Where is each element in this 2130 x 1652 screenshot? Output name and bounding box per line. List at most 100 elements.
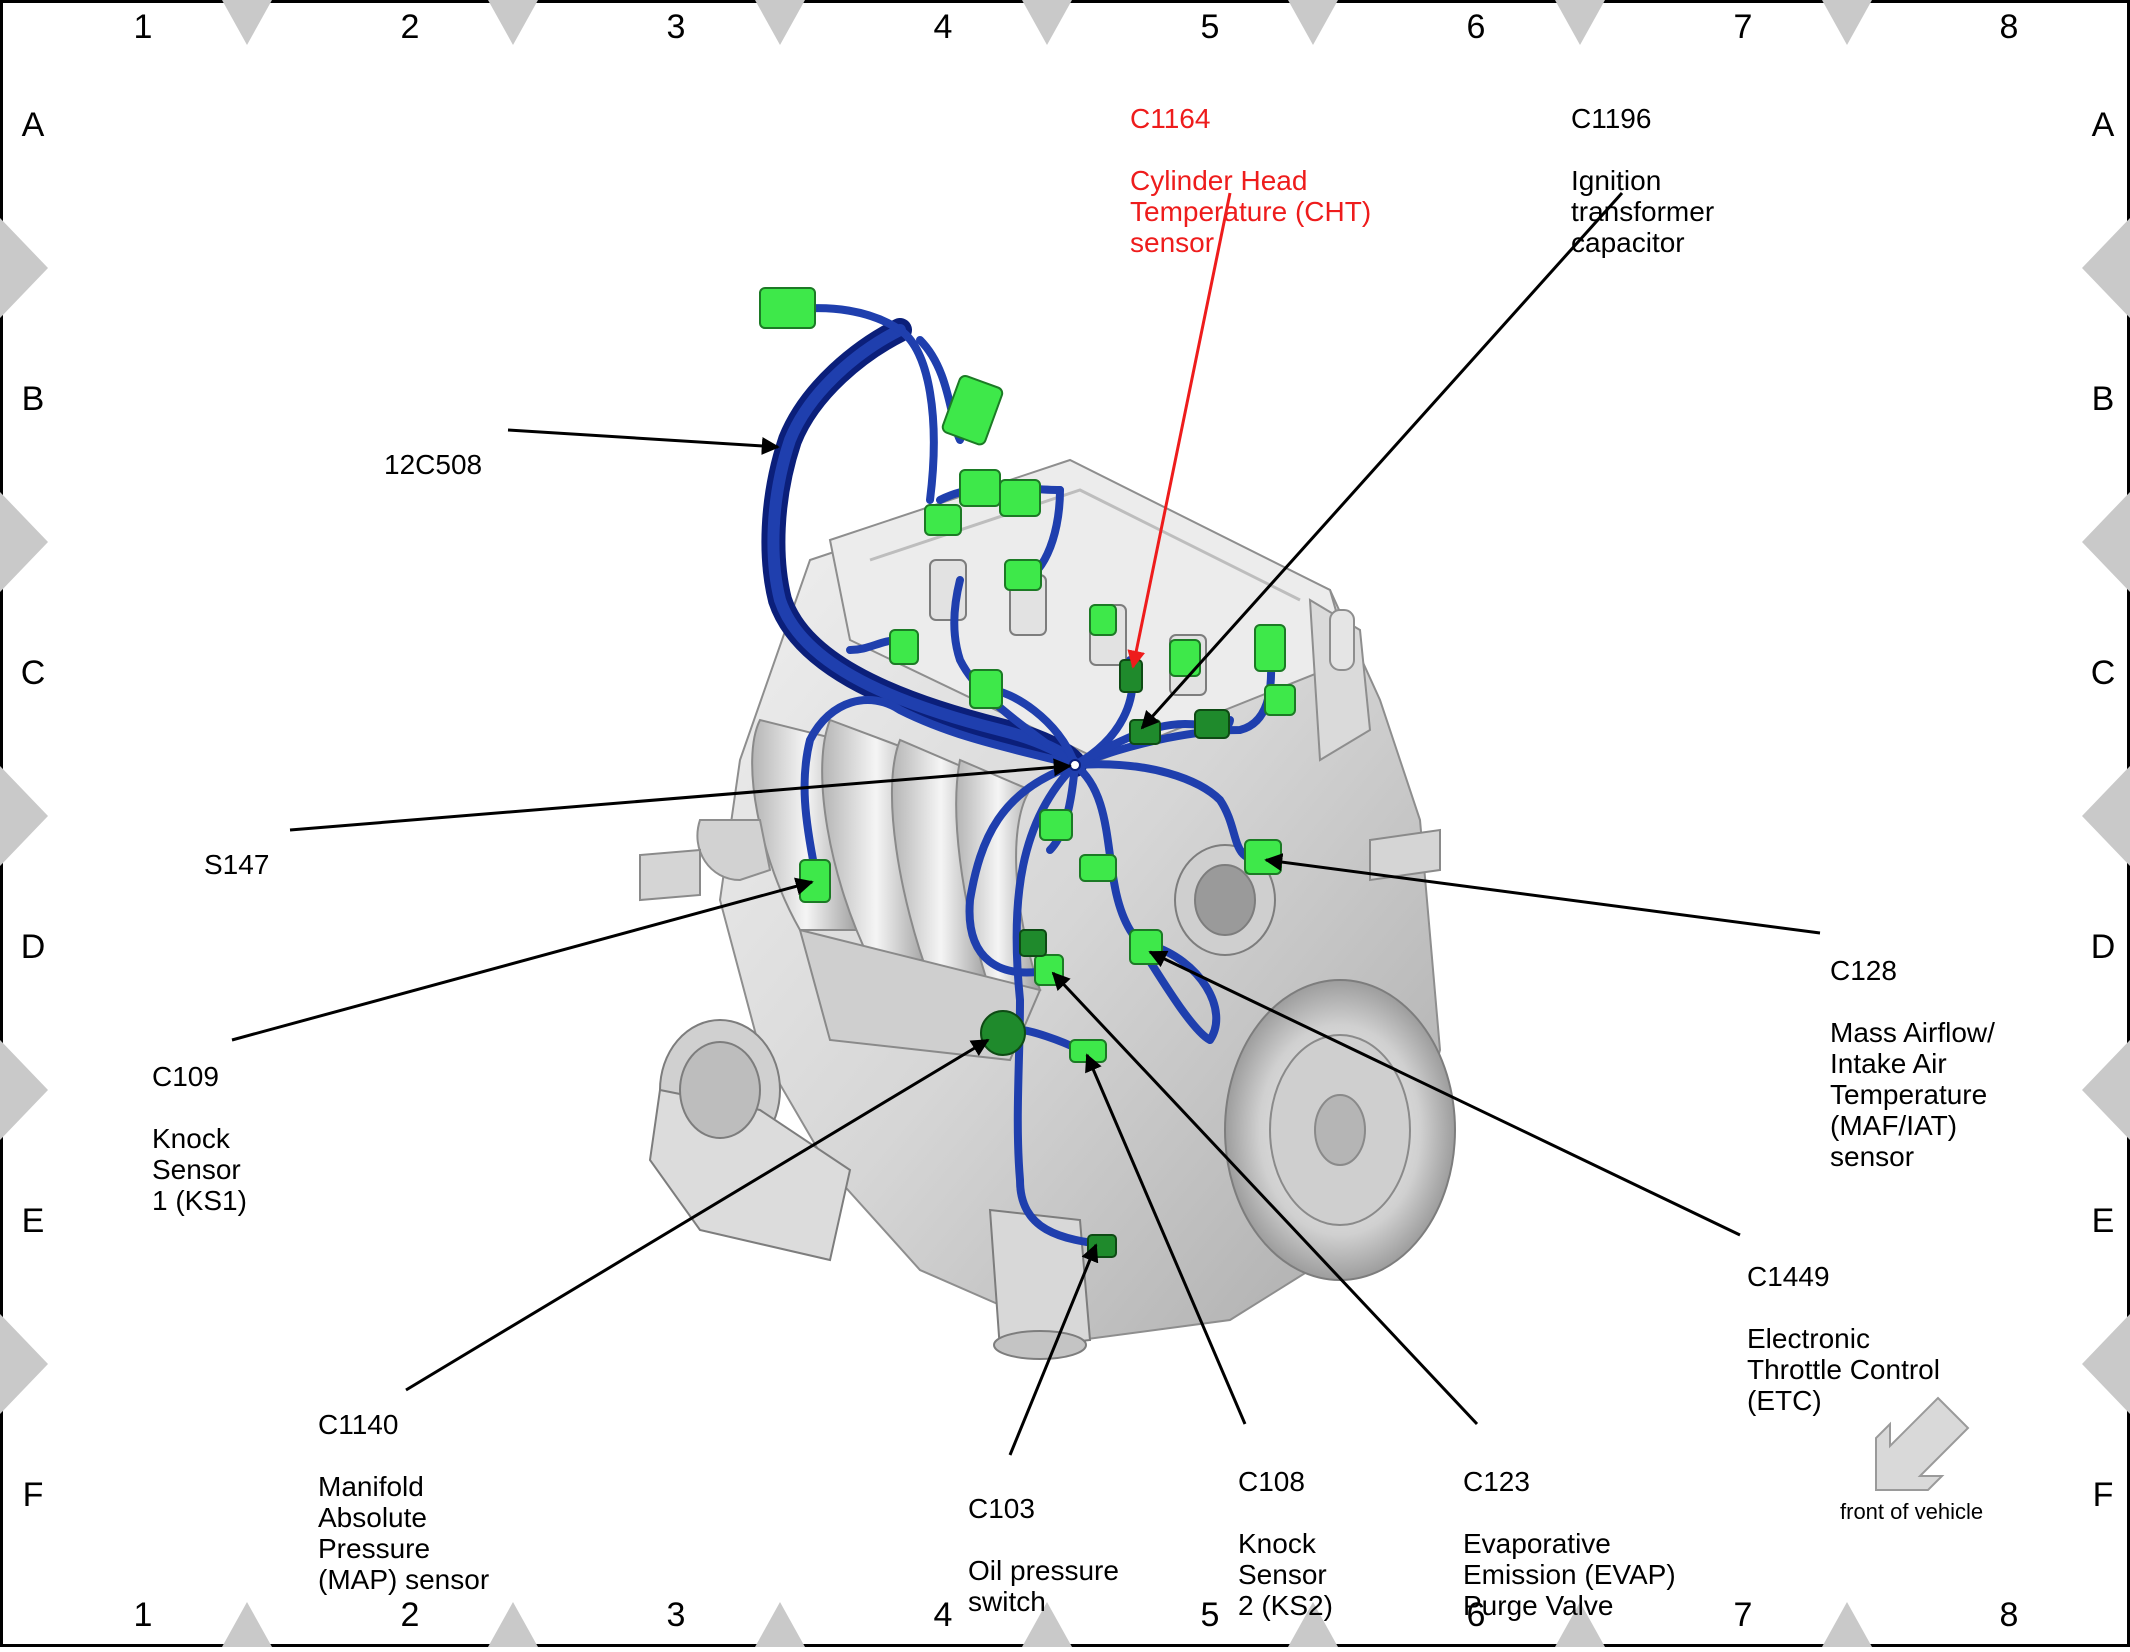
connector: [1039, 809, 1073, 841]
grid-col-bottom-7: 7: [1733, 1596, 1753, 1634]
frame-diamond: [1822, 1602, 1872, 1647]
callout-c1164: C1164 Cylinder Head Temperature (CHT) se…: [1130, 72, 1371, 289]
leader-c1164: [1127, 192, 1232, 669]
connector: [1264, 684, 1296, 716]
grid-col-top-6: 6: [1466, 8, 1486, 46]
connector: [1254, 624, 1286, 672]
callout-c1164-text: Cylinder Head Temperature (CHT) sensor: [1130, 165, 1372, 258]
leader-12c508: [507, 428, 780, 455]
callout-c1449-text: Electronic Throttle Control (ETC): [1747, 1323, 1940, 1416]
grid-col-bottom-8: 8: [1999, 1596, 2019, 1634]
grid-row-left-d: D: [20, 928, 46, 966]
grid-col-bottom-4: 4: [933, 1596, 953, 1634]
flywheel: [1224, 979, 1456, 1281]
connector: [1004, 559, 1042, 591]
frame-diamond: [222, 0, 272, 45]
connector: [924, 504, 962, 536]
connector: [1089, 604, 1117, 636]
frame-diamond: [0, 1314, 48, 1414]
frame-diamond: [222, 1602, 272, 1647]
grid-col-bottom-3: 3: [666, 1596, 686, 1634]
leader-c103: [1008, 1243, 1099, 1456]
frame-diamond: [2082, 1314, 2130, 1414]
frame-diamond: [0, 492, 48, 592]
leader-c108: [1085, 1053, 1247, 1425]
front-of-vehicle-label: front of vehicle: [1840, 1499, 1984, 1524]
connector: [889, 629, 919, 665]
frame-diamond: [0, 766, 48, 866]
leader-s147: [289, 758, 1072, 832]
callout-c1449-code: C1449: [1747, 1261, 1830, 1292]
leader-c1449: [1148, 950, 1741, 1237]
leader-c1140: [405, 1038, 990, 1392]
connector: [1019, 929, 1047, 957]
frame-diamond: [2082, 1040, 2130, 1140]
connector-c1140: [980, 1010, 1026, 1056]
callout-c109-code: C109: [152, 1061, 219, 1092]
callout-c103-code: C103: [968, 1493, 1035, 1524]
frame-diamond: [488, 0, 538, 45]
grid-col-top-7: 7: [1733, 8, 1753, 46]
callout-c123: C123 Evaporative Emission (EVAP) Purge V…: [1463, 1435, 1676, 1652]
callout-s147-code: S147: [204, 849, 270, 880]
starter-motor: [648, 1019, 852, 1262]
connector: [969, 669, 1003, 709]
grid-row-right-d: D: [2090, 928, 2116, 966]
leader-c123: [1051, 971, 1479, 1426]
frame-diamond: [755, 1602, 805, 1647]
callout-c103-text: Oil pressure switch: [968, 1555, 1119, 1617]
connector: [1169, 639, 1201, 677]
callout-c128-text: Mass Airflow/ Intake Air Temperature (MA…: [1830, 1017, 1995, 1172]
callout-c123-code: C123: [1463, 1466, 1530, 1497]
grid-row-right-c: C: [2090, 654, 2116, 692]
callout-c1196-text: Ignition transformer capacitor: [1571, 165, 1715, 258]
frame-diamond: [2082, 218, 2130, 318]
front-of-vehicle-arrow-icon: [1875, 1396, 1970, 1491]
leader-c128: [1264, 853, 1821, 935]
grid-col-bottom-6: 6: [1466, 1596, 1486, 1634]
callout-c109-text: Knock Sensor 1 (KS1): [152, 1123, 247, 1216]
connector-top: [759, 287, 816, 329]
connector: [941, 374, 1004, 446]
leader-c1196: [1140, 191, 1624, 730]
connector: [1194, 709, 1230, 739]
grid-col-top-5: 5: [1200, 8, 1220, 46]
grid-col-top-2: 2: [400, 8, 420, 46]
grid-row-right-a: A: [2091, 106, 2115, 144]
grid-col-top-8: 8: [1999, 8, 2019, 46]
frame-diamond: [755, 0, 805, 45]
callout-c1449: C1449 Electronic Throttle Control (ETC): [1747, 1230, 1940, 1447]
callout-c103: C103 Oil pressure switch: [968, 1462, 1119, 1648]
grid-row-left-b: B: [21, 380, 45, 418]
connector: [1079, 854, 1117, 882]
grid-col-bottom-1: 1: [133, 1596, 153, 1634]
callout-c1196: C1196 Ignition transformer capacitor: [1571, 72, 1714, 289]
grid-row-right-e: E: [2091, 1202, 2115, 1240]
frame-diamond: [1022, 0, 1072, 45]
grid-col-top-3: 3: [666, 8, 686, 46]
frame-diamond: [1288, 0, 1338, 45]
callout-12c508-code: 12C508: [384, 449, 483, 480]
frame-diamond: [488, 1602, 538, 1647]
callout-c1140: C1140 Manifold Absolute Pressure (MAP) s…: [318, 1378, 489, 1626]
grid-col-bottom-5: 5: [1200, 1596, 1220, 1634]
callout-s147: S147: [204, 818, 269, 911]
callout-c1196-code: C1196: [1571, 103, 1652, 134]
frame-diamond: [2082, 492, 2130, 592]
callout-c108-text: Knock Sensor 2 (KS2): [1238, 1528, 1333, 1621]
callout-c128-code: C128: [1830, 955, 1897, 986]
grid-col-bottom-2: 2: [400, 1596, 420, 1634]
leader-c109: [231, 877, 814, 1042]
frame-diamond: [1288, 1602, 1338, 1647]
frame-diamond: [1022, 1602, 1072, 1647]
callout-c1140-code: C1140: [318, 1409, 399, 1440]
grid-row-right-f: F: [2092, 1476, 2114, 1514]
grid-col-top-4: 4: [933, 8, 953, 46]
callout-c108-code: C108: [1238, 1466, 1305, 1497]
callout-12c508: 12C508: [384, 418, 482, 511]
oil-filter: [988, 1208, 1092, 1360]
frame-diamond: [1555, 1602, 1605, 1647]
callout-c108: C108 Knock Sensor 2 (KS2): [1238, 1435, 1333, 1652]
